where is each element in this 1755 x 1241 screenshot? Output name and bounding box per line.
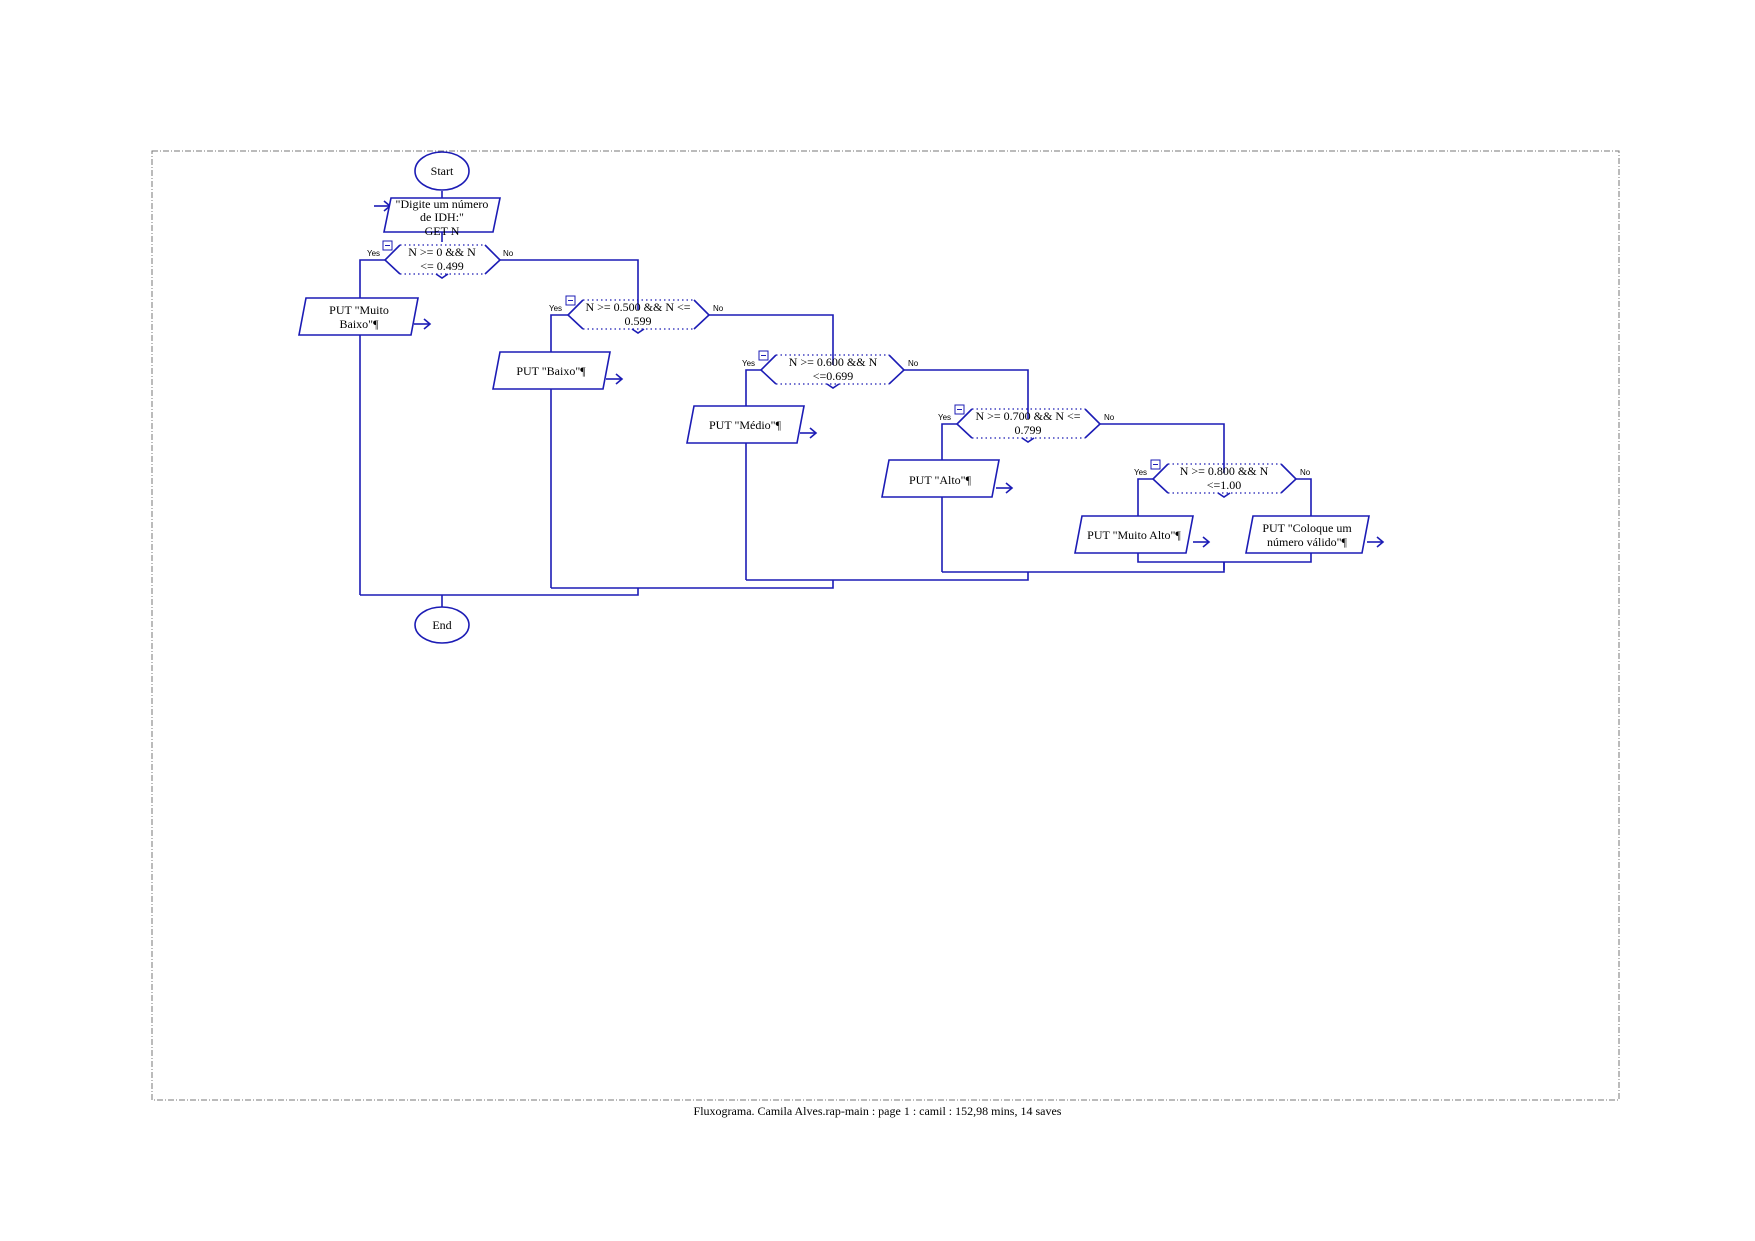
decision-1-line-2: <= 0.499 [420,259,464,273]
yes-label: Yes [938,413,951,422]
decision-5-line-1: N >= 0.800 && N [1180,464,1269,478]
no-label: No [1104,413,1115,422]
output-1-line-1: PUT "Muito [329,303,389,317]
input-line-1: "Digite um número [396,197,489,211]
decision-5-line-2: <=1.00 [1207,478,1242,492]
decision-3-line-1: N >= 0.600 && N [789,355,878,369]
start-terminal [414,151,470,191]
decision-4: N >= 0.700 && N <= 0.799 Yes No [938,404,1115,443]
yes-label: Yes [1134,468,1147,477]
no-label: No [503,249,514,258]
yes-label: Yes [367,249,380,258]
output-2-line-1: PUT "Baixo"¶ [516,364,586,378]
output-6 [1245,515,1370,554]
decision-1: N >= 0 && N <= 0.499 Yes No [367,240,514,279]
decision-1-line-1: N >= 0 && N [408,245,476,259]
decision-2: N >= 0.500 && N <= 0.599 Yes No [549,295,724,334]
page-footer: Fluxograma. Camila Alves.rap-main : page… [693,1104,1062,1118]
output-3 [686,405,805,444]
page-border [151,150,1620,1101]
output-3-line-1: PUT "Médio"¶ [709,418,782,432]
decision-4-line-1: N >= 0.700 && N <= [975,409,1080,423]
input-line-2: de IDH:" [420,210,464,224]
decision-2-line-2: 0.599 [625,314,652,328]
no-label: No [713,304,724,313]
decision-3: N >= 0.600 && N <=0.699 Yes No [742,350,919,389]
input-line-3: GET N [425,224,460,238]
output-4-line-1: PUT "Alto"¶ [909,473,972,487]
output-4 [881,459,1000,498]
end-terminal [414,606,470,644]
input-parallelogram [383,197,501,233]
output-2 [492,351,611,390]
output-1-line-2: Baixo"¶ [340,317,380,331]
output-6-line-2: número válido"¶ [1267,535,1348,549]
no-label: No [908,359,919,368]
connector-lines [359,191,1385,612]
end-label: End [432,618,451,632]
yes-label: Yes [742,359,755,368]
no-label: No [1300,468,1311,477]
yes-label: Yes [549,304,562,313]
decision-3-line-2: <=0.699 [813,369,854,383]
start-label: Start [431,164,454,178]
decision-4-line-2: 0.799 [1015,423,1042,437]
decision-2-line-1: N >= 0.500 && N <= [585,300,690,314]
decision-5: N >= 0.800 && N <=1.00 Yes No [1134,459,1311,498]
output-5 [1074,515,1194,554]
output-6-line-1: PUT "Coloque um [1262,521,1352,535]
output-1 [298,297,419,336]
output-5-line-1: PUT "Muito Alto"¶ [1087,528,1181,542]
